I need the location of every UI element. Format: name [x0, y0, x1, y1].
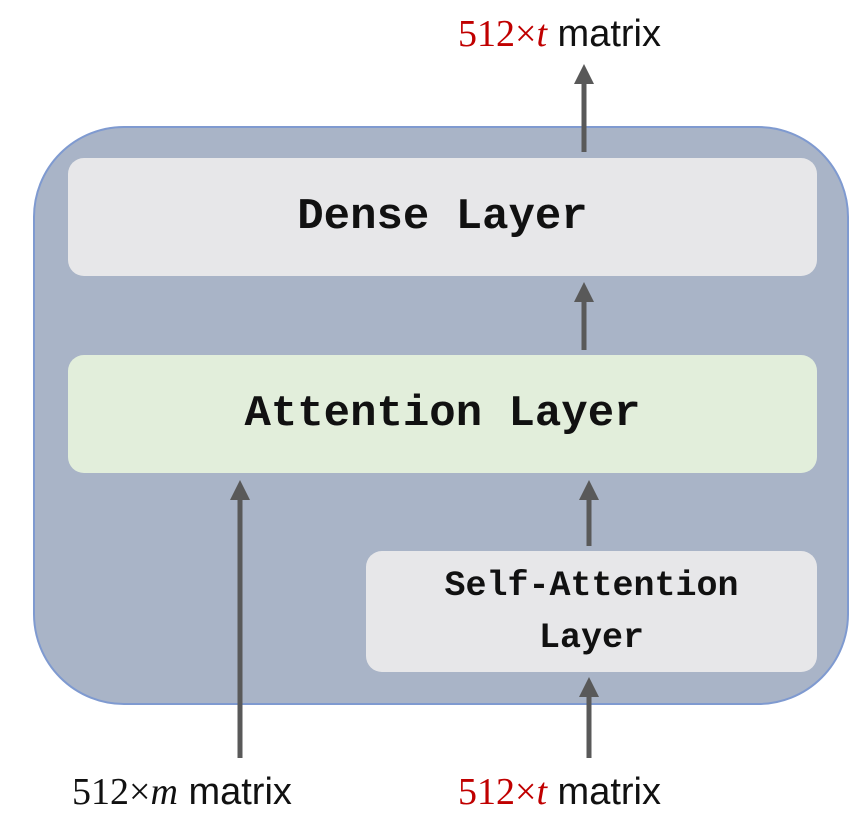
input-left-matrix-label: 512×m matrix — [72, 770, 292, 814]
output-matrix-label: 512×t matrix — [458, 12, 661, 56]
input-right-suffix: matrix — [547, 771, 661, 813]
arrow-right-input-to-self-attention — [579, 677, 599, 758]
arrow-left-input-to-attention — [230, 480, 250, 758]
input-left-suffix: matrix — [177, 771, 292, 813]
dense-layer-label: Dense Layer — [297, 192, 588, 242]
self-attention-label-line2: Layer — [538, 617, 645, 658]
output-var: t — [536, 13, 547, 55]
input-left-var: m — [150, 771, 178, 813]
output-dim: 512× — [458, 13, 537, 55]
output-suffix: matrix — [547, 13, 661, 55]
input-right-dim: 512× — [458, 771, 537, 813]
arrow-self-attention-to-attention — [579, 480, 599, 546]
self-attention-layer-box: Self-Attention Layer — [366, 551, 817, 672]
input-right-matrix-label: 512×t matrix — [458, 770, 661, 814]
self-attention-label-line1: Self-Attention — [444, 565, 739, 606]
arrow-attention-to-dense — [574, 282, 594, 350]
dense-layer-box: Dense Layer — [68, 158, 817, 276]
input-right-var: t — [536, 771, 547, 813]
arrow-dense-to-output — [574, 64, 594, 152]
attention-layer-label: Attention Layer — [244, 389, 641, 439]
input-left-dim: 512× — [72, 771, 151, 813]
attention-layer-box: Attention Layer — [68, 355, 817, 473]
